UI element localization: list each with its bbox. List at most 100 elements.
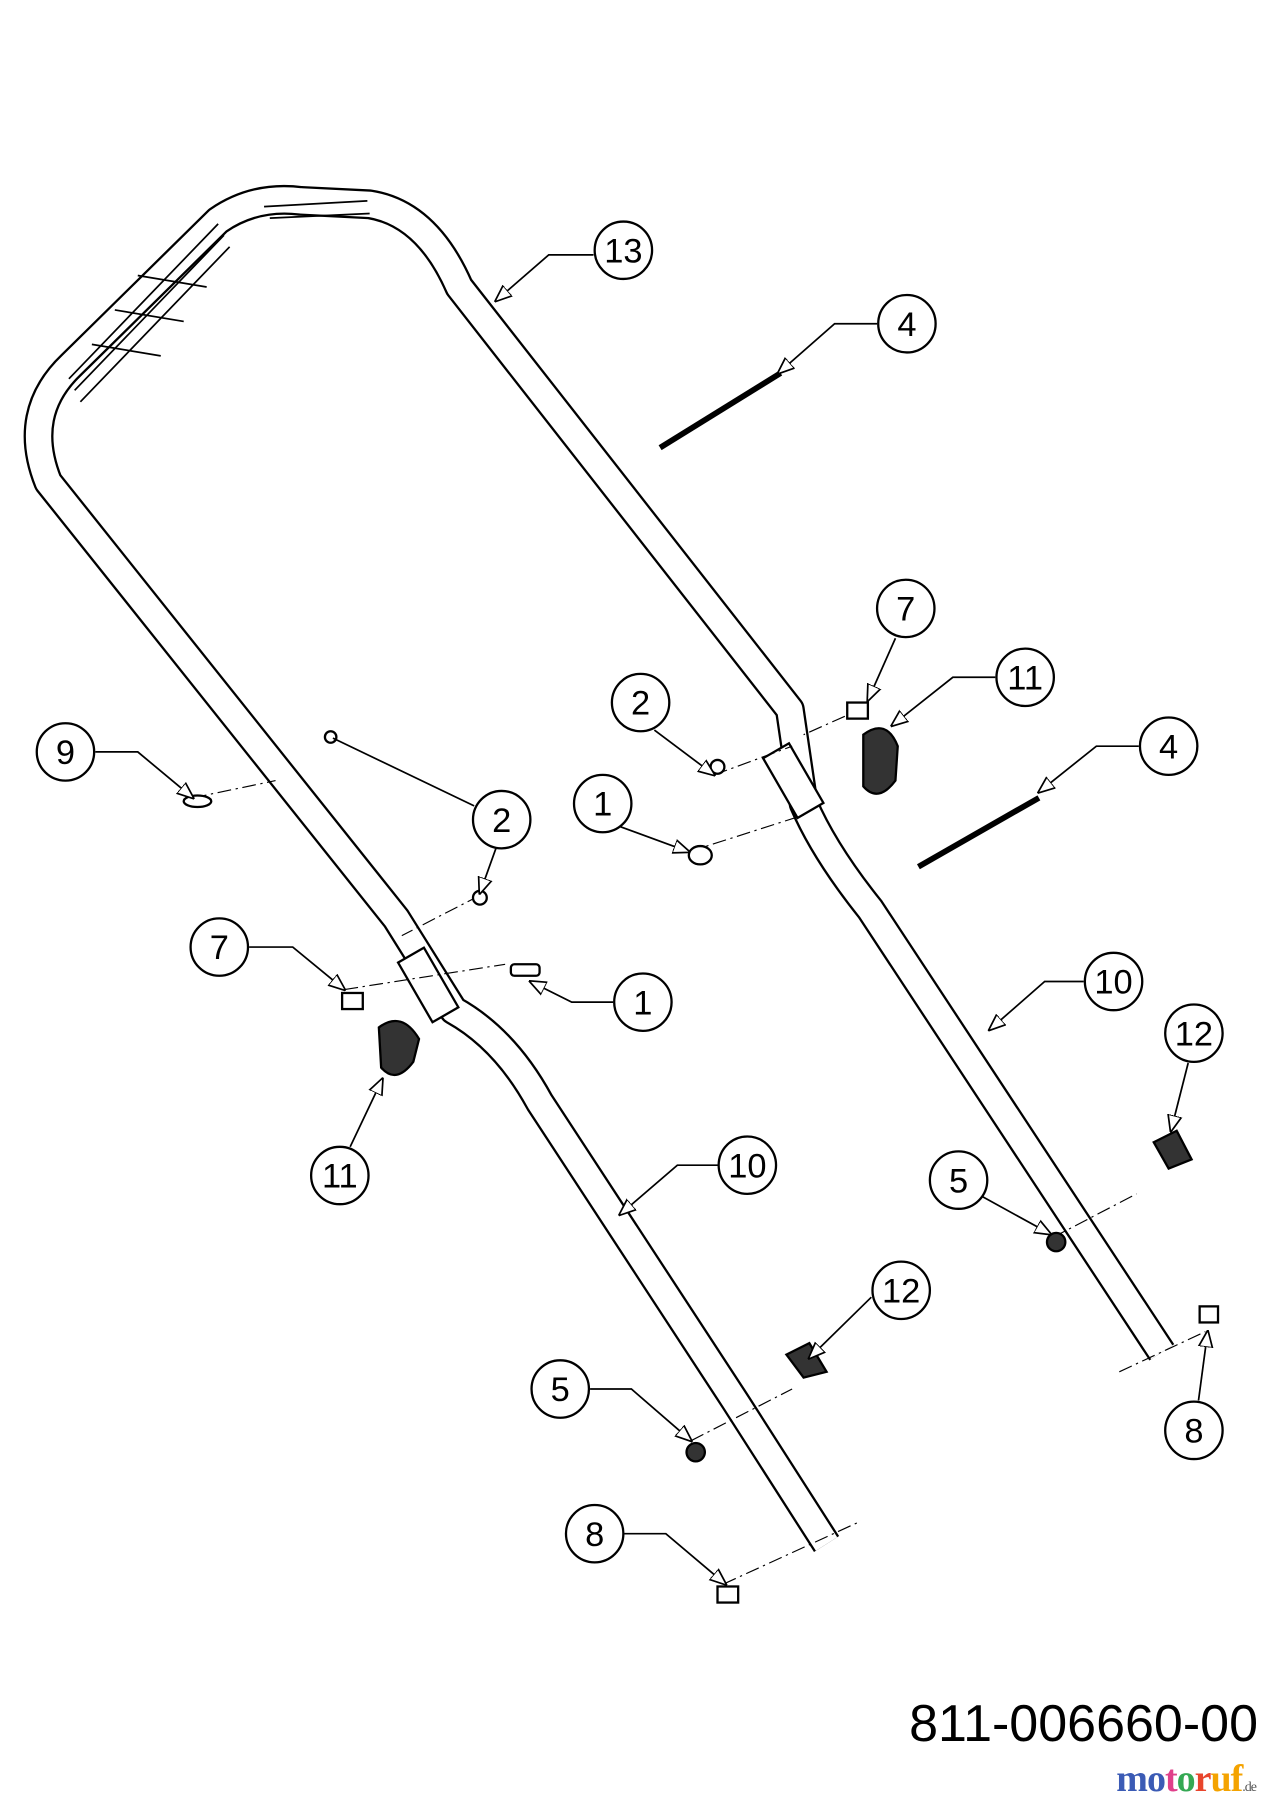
callout-circle xyxy=(1164,1003,1224,1064)
callout-circle xyxy=(1164,1400,1224,1461)
callout-circle xyxy=(613,972,673,1033)
callout-label: 1 xyxy=(593,786,612,824)
callout-circle xyxy=(593,220,654,281)
knob xyxy=(862,727,899,795)
watermark-letter: o xyxy=(1146,1758,1166,1800)
knob-bolt xyxy=(784,1341,829,1379)
callout-circle xyxy=(928,1150,989,1210)
washer-5 xyxy=(685,1441,707,1463)
washer-5 xyxy=(1045,1231,1067,1253)
callout-12: 12 xyxy=(809,1260,932,1358)
callout-label: 12 xyxy=(1175,1015,1213,1053)
callout-11: 11 xyxy=(309,1079,382,1206)
part-number: 811-006660-00 xyxy=(909,1695,1258,1753)
callout-circle xyxy=(717,1135,778,1196)
leader-line xyxy=(590,1388,691,1441)
callout-circle xyxy=(189,917,250,977)
callout-circle xyxy=(871,1260,932,1321)
callout-circle xyxy=(564,1503,625,1564)
leader-line xyxy=(981,1195,1051,1234)
watermark-logo: motoruf.de xyxy=(1116,1758,1257,1800)
leader-line xyxy=(809,1296,872,1358)
callout-label: 7 xyxy=(896,591,915,629)
screw xyxy=(340,991,364,1011)
assembly-lines xyxy=(192,705,1206,1585)
callout-circle xyxy=(572,773,633,834)
callout-label: 4 xyxy=(897,306,916,344)
leader-line xyxy=(892,676,996,725)
callout-13: 13 xyxy=(496,220,654,301)
callout-11: 11 xyxy=(892,647,1056,726)
callout-label: 12 xyxy=(882,1272,920,1310)
leader-line xyxy=(496,253,594,301)
callout-circle xyxy=(35,722,96,782)
callout-1: 1 xyxy=(572,773,689,852)
leader-line xyxy=(620,1164,718,1214)
cable-tie xyxy=(658,370,783,451)
watermark-letter: m xyxy=(1116,1758,1148,1800)
callout-label: 10 xyxy=(1094,964,1132,1002)
callout-10: 10 xyxy=(990,951,1144,1030)
callout-9: 9 xyxy=(35,722,193,798)
screw xyxy=(846,701,870,720)
callout-label: 8 xyxy=(585,1516,604,1554)
callout-circle xyxy=(610,672,671,733)
callout-8: 8 xyxy=(564,1503,726,1585)
callout-circle xyxy=(1138,716,1199,777)
callout-label: 13 xyxy=(604,232,642,270)
callout-circle xyxy=(471,789,532,850)
watermark-letter: o xyxy=(1176,1758,1196,1800)
grip-hatching xyxy=(68,200,370,403)
callout-label: 1 xyxy=(633,984,652,1022)
callout-label: 11 xyxy=(322,1158,358,1196)
leader-line xyxy=(1199,1332,1208,1401)
leader-line xyxy=(624,1532,726,1585)
callout-7: 7 xyxy=(868,578,936,701)
leader-line xyxy=(653,729,714,775)
callout-label: 7 xyxy=(210,929,229,967)
callout-circle xyxy=(995,647,1056,708)
callout-label: 5 xyxy=(551,1371,570,1409)
callout-5: 5 xyxy=(530,1359,692,1441)
watermark-letter: f xyxy=(1230,1758,1244,1800)
leader-line xyxy=(530,982,614,1004)
knob xyxy=(377,1019,421,1077)
leader-line xyxy=(868,637,897,700)
bolt-head xyxy=(687,844,713,866)
callout-label: 8 xyxy=(1184,1413,1203,1451)
callout-label: 2 xyxy=(492,802,511,840)
leader-line xyxy=(1171,1062,1190,1131)
callout-label: 4 xyxy=(1159,728,1178,766)
callout-2: 2 xyxy=(332,737,532,893)
watermark-letter: r xyxy=(1194,1758,1212,1800)
pivot-bolt xyxy=(716,1585,740,1604)
callout-2: 2 xyxy=(610,672,714,775)
watermark-letter: u xyxy=(1210,1758,1231,1800)
callout-4: 4 xyxy=(1039,716,1199,792)
leader-line xyxy=(249,946,344,989)
callout-1: 1 xyxy=(530,972,673,1033)
callout-7: 7 xyxy=(189,917,345,989)
callout-circle xyxy=(530,1359,591,1419)
leader-line xyxy=(1039,745,1139,792)
bolt xyxy=(509,963,541,977)
nut xyxy=(709,758,726,775)
hardware-parts xyxy=(182,370,1220,1604)
leader-line xyxy=(95,751,193,798)
watermark-brand: motoruf xyxy=(1116,1758,1244,1800)
callout-label: 11 xyxy=(1007,659,1043,697)
watermark-letter: t xyxy=(1164,1758,1178,1800)
callout-circle xyxy=(309,1145,370,1206)
leader-line xyxy=(619,825,689,852)
leader-line xyxy=(349,1079,382,1148)
left-bracket xyxy=(396,946,460,1024)
washer xyxy=(182,794,213,809)
pivot-bolt xyxy=(1198,1305,1220,1324)
leader-line xyxy=(990,980,1084,1030)
callout-label: 10 xyxy=(728,1147,766,1185)
callout-label: 9 xyxy=(56,734,75,772)
callout-12: 12 xyxy=(1164,1003,1224,1131)
handle-frame xyxy=(23,184,1175,1553)
